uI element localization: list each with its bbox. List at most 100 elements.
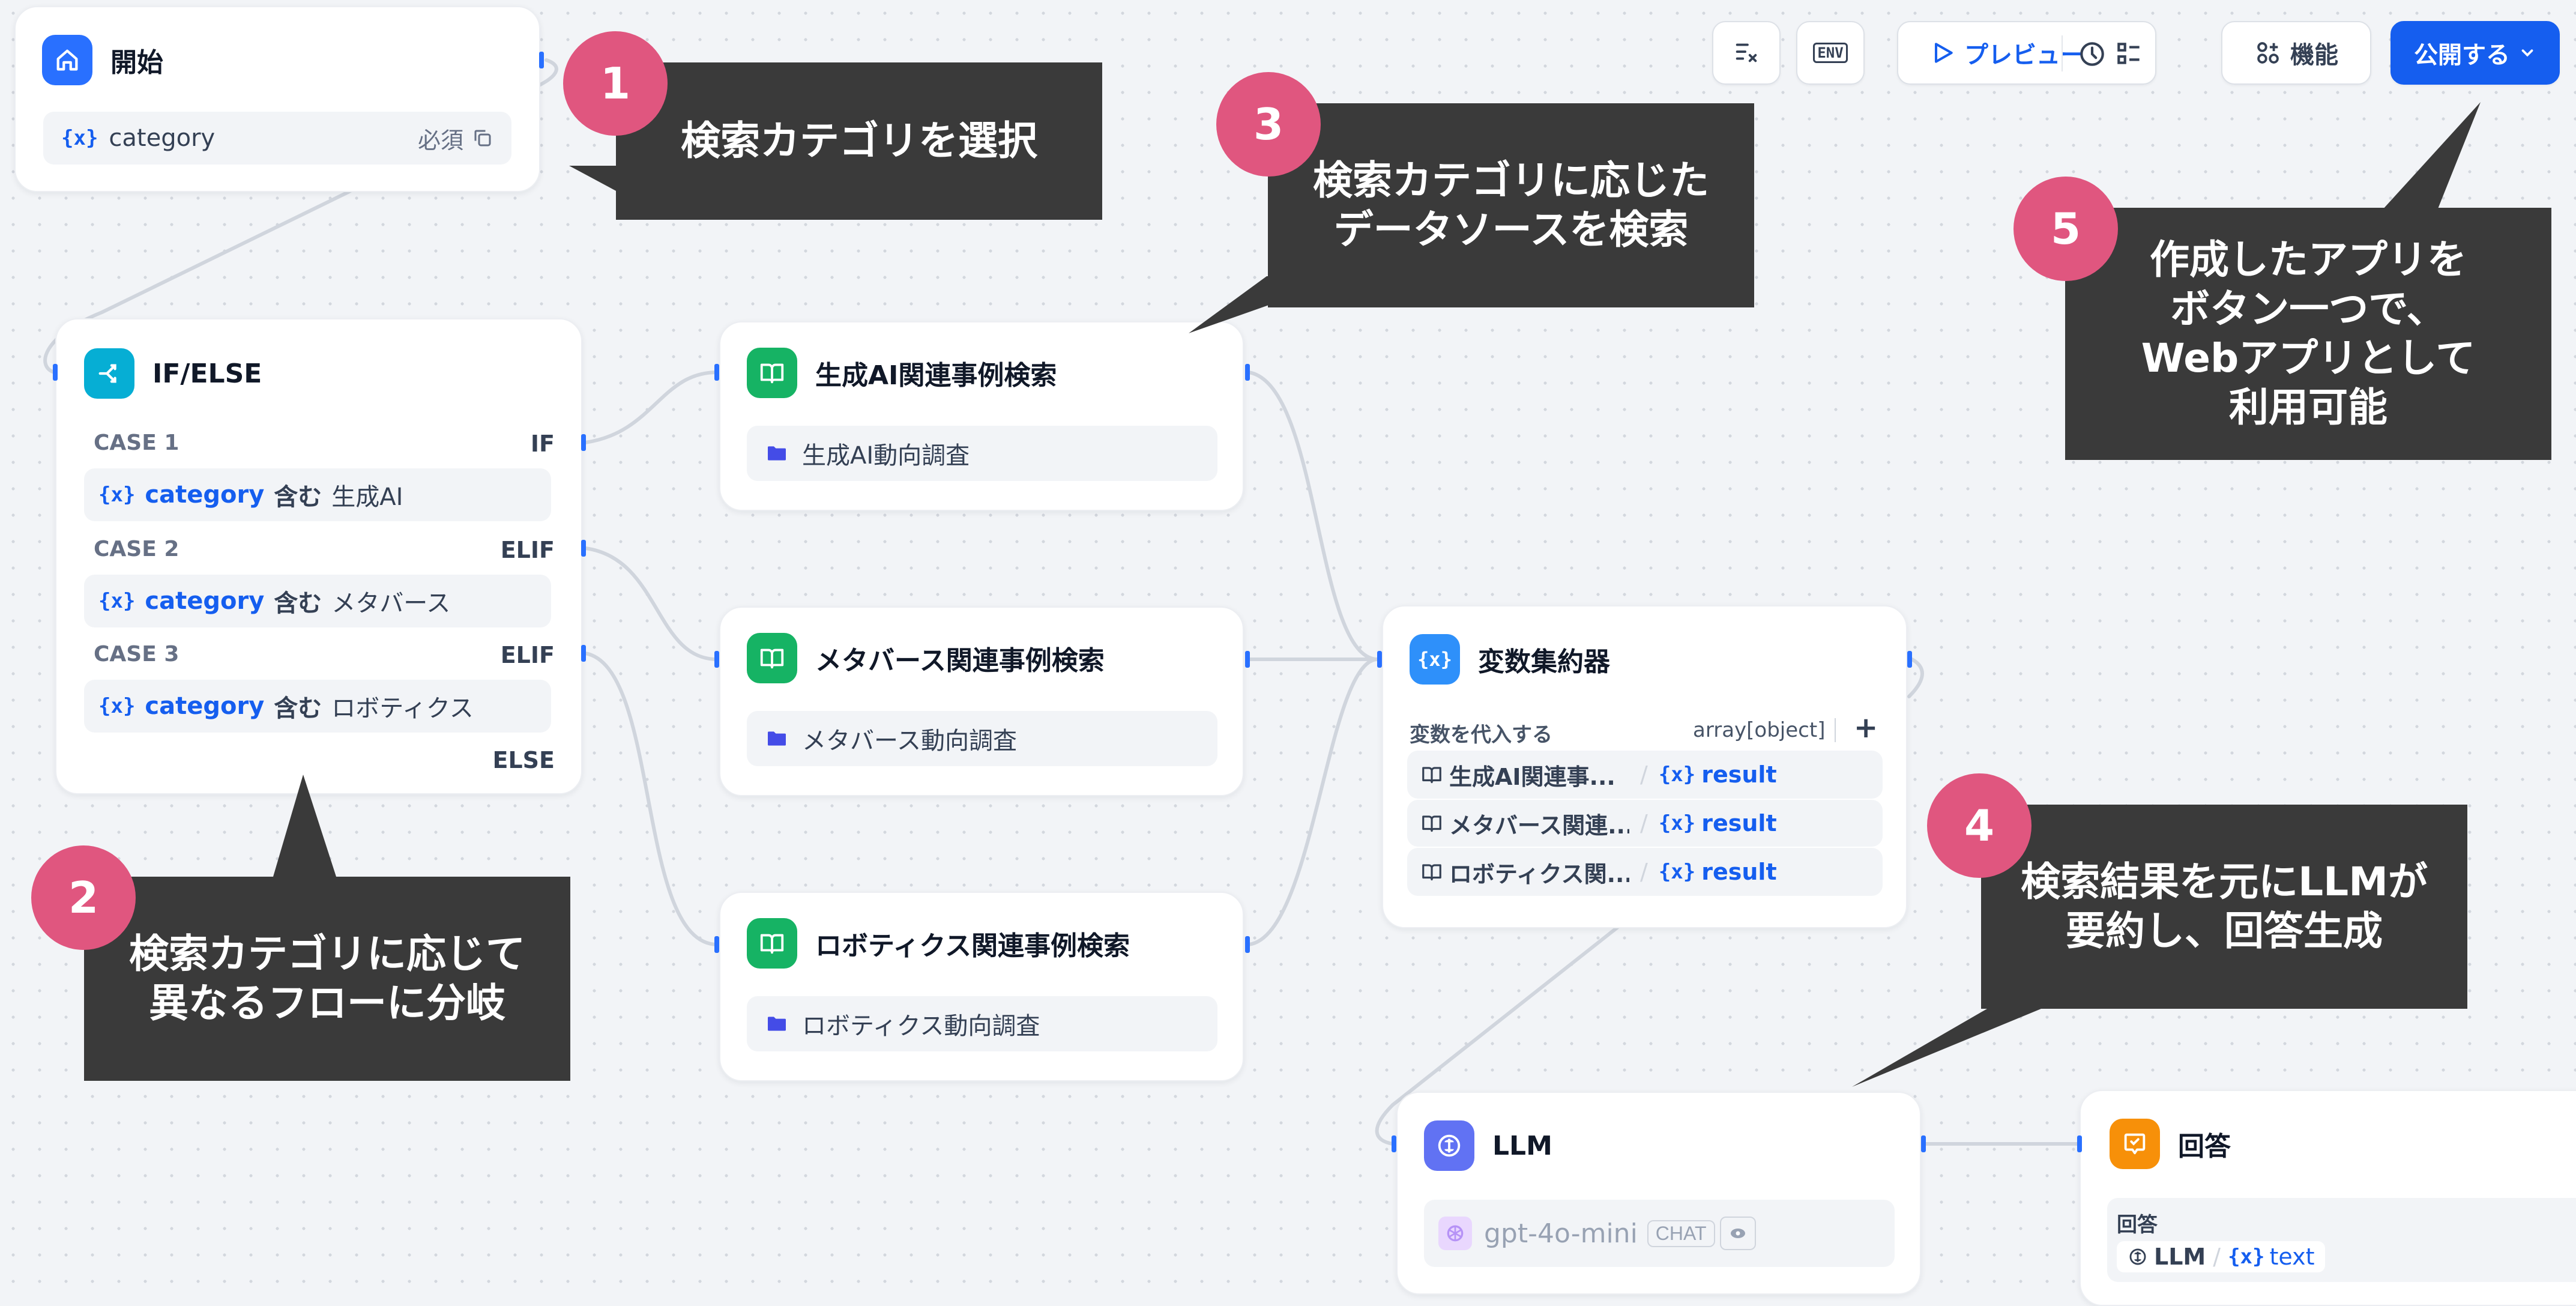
preview-button[interactable]: プレビュー <box>1964 41 2084 69</box>
start-node[interactable]: 開始 {x} category 必須 <box>14 6 540 192</box>
answer-node[interactable]: 回答 回答 LLM / {x} text <box>2080 1090 2576 1306</box>
variable-icon: {x} <box>98 483 136 507</box>
knowledge-node-robotics[interactable]: ロボティクス関連事例検索 ロボティクス動向調査 <box>719 892 1244 1081</box>
edge-kr3-agg <box>1247 658 1380 946</box>
features-button[interactable]: 機能 <box>2221 21 2371 85</box>
assign-label: 変数を代入する <box>1410 723 1552 747</box>
apps-icon <box>2257 42 2279 64</box>
ifelse-input-handle[interactable] <box>53 364 58 381</box>
node-title: ロボティクス関連事例検索 <box>815 931 1130 961</box>
model-selector[interactable]: gpt-4o-mini CHAT <box>1424 1200 1895 1267</box>
callout-5-pointer <box>2382 102 2481 210</box>
kr3-input-handle[interactable] <box>714 936 719 953</box>
copy-icon[interactable] <box>472 127 493 149</box>
condition-row[interactable]: {x} category 含む ロボティクス <box>84 680 551 733</box>
run-history-icon[interactable] <box>2077 39 2107 69</box>
mode-badge: CHAT <box>1647 1220 1715 1247</box>
edge-if-kr1 <box>584 370 719 444</box>
callout-3: 検索カテゴリに応じた データソースを検索 <box>1268 103 1754 307</box>
publish-button[interactable]: 公開する <box>2390 21 2560 85</box>
aggregated-variable-row[interactable]: メタバース関連... / {x} result <box>1407 800 1883 847</box>
condition-row[interactable]: {x} category 含む メタバース <box>84 575 551 627</box>
dataset-row[interactable]: 生成AI動向調査 <box>747 426 1217 481</box>
answer-field-label: 回答 <box>2117 1212 2158 1237</box>
book-icon <box>747 348 797 398</box>
elif1-output-handle[interactable] <box>581 540 586 557</box>
book-icon <box>1422 767 1441 784</box>
callout-2: 検索カテゴリに応じて 異なるフローに分岐 <box>84 877 570 1081</box>
aggregator-output-handle[interactable] <box>1907 651 1912 668</box>
variable-icon: {x} <box>1658 860 1696 884</box>
openai-icon <box>1438 1217 1472 1250</box>
case-label: CASE 1 <box>94 431 179 455</box>
llm-output-handle[interactable] <box>1921 1135 1926 1152</box>
aggregated-variable-row[interactable]: ロボティクス関... / {x} result <box>1407 848 1883 896</box>
home-icon <box>42 35 92 85</box>
callout-1-pointer <box>569 166 618 192</box>
node-title: 回答 <box>2178 1131 2231 1162</box>
type-label: array[object] <box>1693 718 1826 742</box>
callout-4-pointer <box>1852 1009 2041 1087</box>
llm-input-handle[interactable] <box>1392 1135 1396 1152</box>
aggregator-input-handle[interactable] <box>1377 651 1382 668</box>
callout-5-badge: 5 <box>2013 177 2118 281</box>
branch-icon <box>84 348 134 399</box>
variable-aggregator-node[interactable]: {x} 変数集約器 変数を代入する array[object] + 生成AI関連… <box>1382 605 1907 928</box>
checklist-button[interactable] <box>1712 21 1781 85</box>
folder-icon <box>768 446 786 461</box>
answer-output[interactable]: 回答 LLM / {x} text <box>2107 1198 2576 1282</box>
aggregated-variable-row[interactable]: 生成AI関連事... / {x} result <box>1407 751 1883 799</box>
variable-icon: {x} <box>98 694 136 718</box>
variable-icon: {x} <box>61 126 98 150</box>
kr2-output-handle[interactable] <box>1245 651 1250 668</box>
dataset-row[interactable]: メタバース動向調査 <box>747 711 1217 766</box>
elif2-output-handle[interactable] <box>581 645 586 662</box>
preview-group: プレビュー <box>1897 21 2156 85</box>
env-button[interactable]: ENV <box>1796 21 1865 85</box>
node-title: メタバース関連事例検索 <box>815 645 1105 676</box>
case-label: CASE 2 <box>94 537 179 561</box>
toolbar-divider <box>2062 35 2063 71</box>
add-variable-button[interactable]: + <box>1854 711 1878 745</box>
callout-1-badge: 1 <box>563 31 668 136</box>
knowledge-node-genai[interactable]: 生成AI関連事例検索 生成AI動向調査 <box>719 321 1244 511</box>
kr3-output-handle[interactable] <box>1245 936 1250 953</box>
folder-icon <box>768 1017 786 1031</box>
else-label: ELSE <box>492 747 555 773</box>
start-output-handle[interactable] <box>539 52 544 68</box>
node-title: 生成AI関連事例検索 <box>815 360 1057 391</box>
play-icon <box>1934 43 1953 63</box>
llm-node[interactable]: LLM gpt-4o-mini CHAT <box>1396 1092 1921 1295</box>
edge-elif2-kr3 <box>584 651 719 946</box>
knowledge-node-metaverse[interactable]: メタバース関連事例検索 メタバース動向調査 <box>719 606 1244 796</box>
if-output-handle[interactable] <box>581 434 586 451</box>
variable-icon: {x} <box>1658 763 1696 787</box>
checklist-icon <box>1736 43 1757 62</box>
answer-input-handle[interactable] <box>2077 1135 2082 1152</box>
edge-kr1-agg <box>1247 370 1380 661</box>
kr2-input-handle[interactable] <box>714 651 719 668</box>
variable-icon: {x} <box>2228 1244 2265 1269</box>
book-icon <box>747 633 797 683</box>
kr1-input-handle[interactable] <box>714 364 719 381</box>
book-icon <box>747 918 797 969</box>
book-icon <box>1422 815 1441 832</box>
callout-1: 検索カテゴリを選択 <box>616 62 1102 220</box>
answer-variable-chip: LLM / {x} text <box>2117 1241 2326 1272</box>
condition-row[interactable]: {x} category 含む 生成AI <box>84 468 551 521</box>
callout-5: 作成したアプリを ボタン一つで、 Webアプリとして 利用可能 <box>2065 208 2551 460</box>
node-title: 開始 <box>110 47 163 78</box>
folder-icon <box>768 731 786 746</box>
ifelse-node[interactable]: IF/ELSE CASE 1 IF {x} category 含む 生成AI C… <box>55 318 582 794</box>
node-title: 変数集約器 <box>1478 647 1610 677</box>
dataset-row[interactable]: ロボティクス動向調査 <box>747 996 1217 1051</box>
llm-brain-icon <box>2129 1248 2146 1265</box>
variable-icon: {x} <box>98 589 136 613</box>
book-icon <box>1422 864 1441 881</box>
kr1-output-handle[interactable] <box>1245 364 1250 381</box>
case-label: CASE 3 <box>94 642 179 667</box>
checklist-toggle-icon[interactable] <box>2114 39 2144 69</box>
start-variable-row[interactable]: {x} category 必須 <box>43 112 511 165</box>
llm-brain-icon <box>1424 1120 1474 1171</box>
